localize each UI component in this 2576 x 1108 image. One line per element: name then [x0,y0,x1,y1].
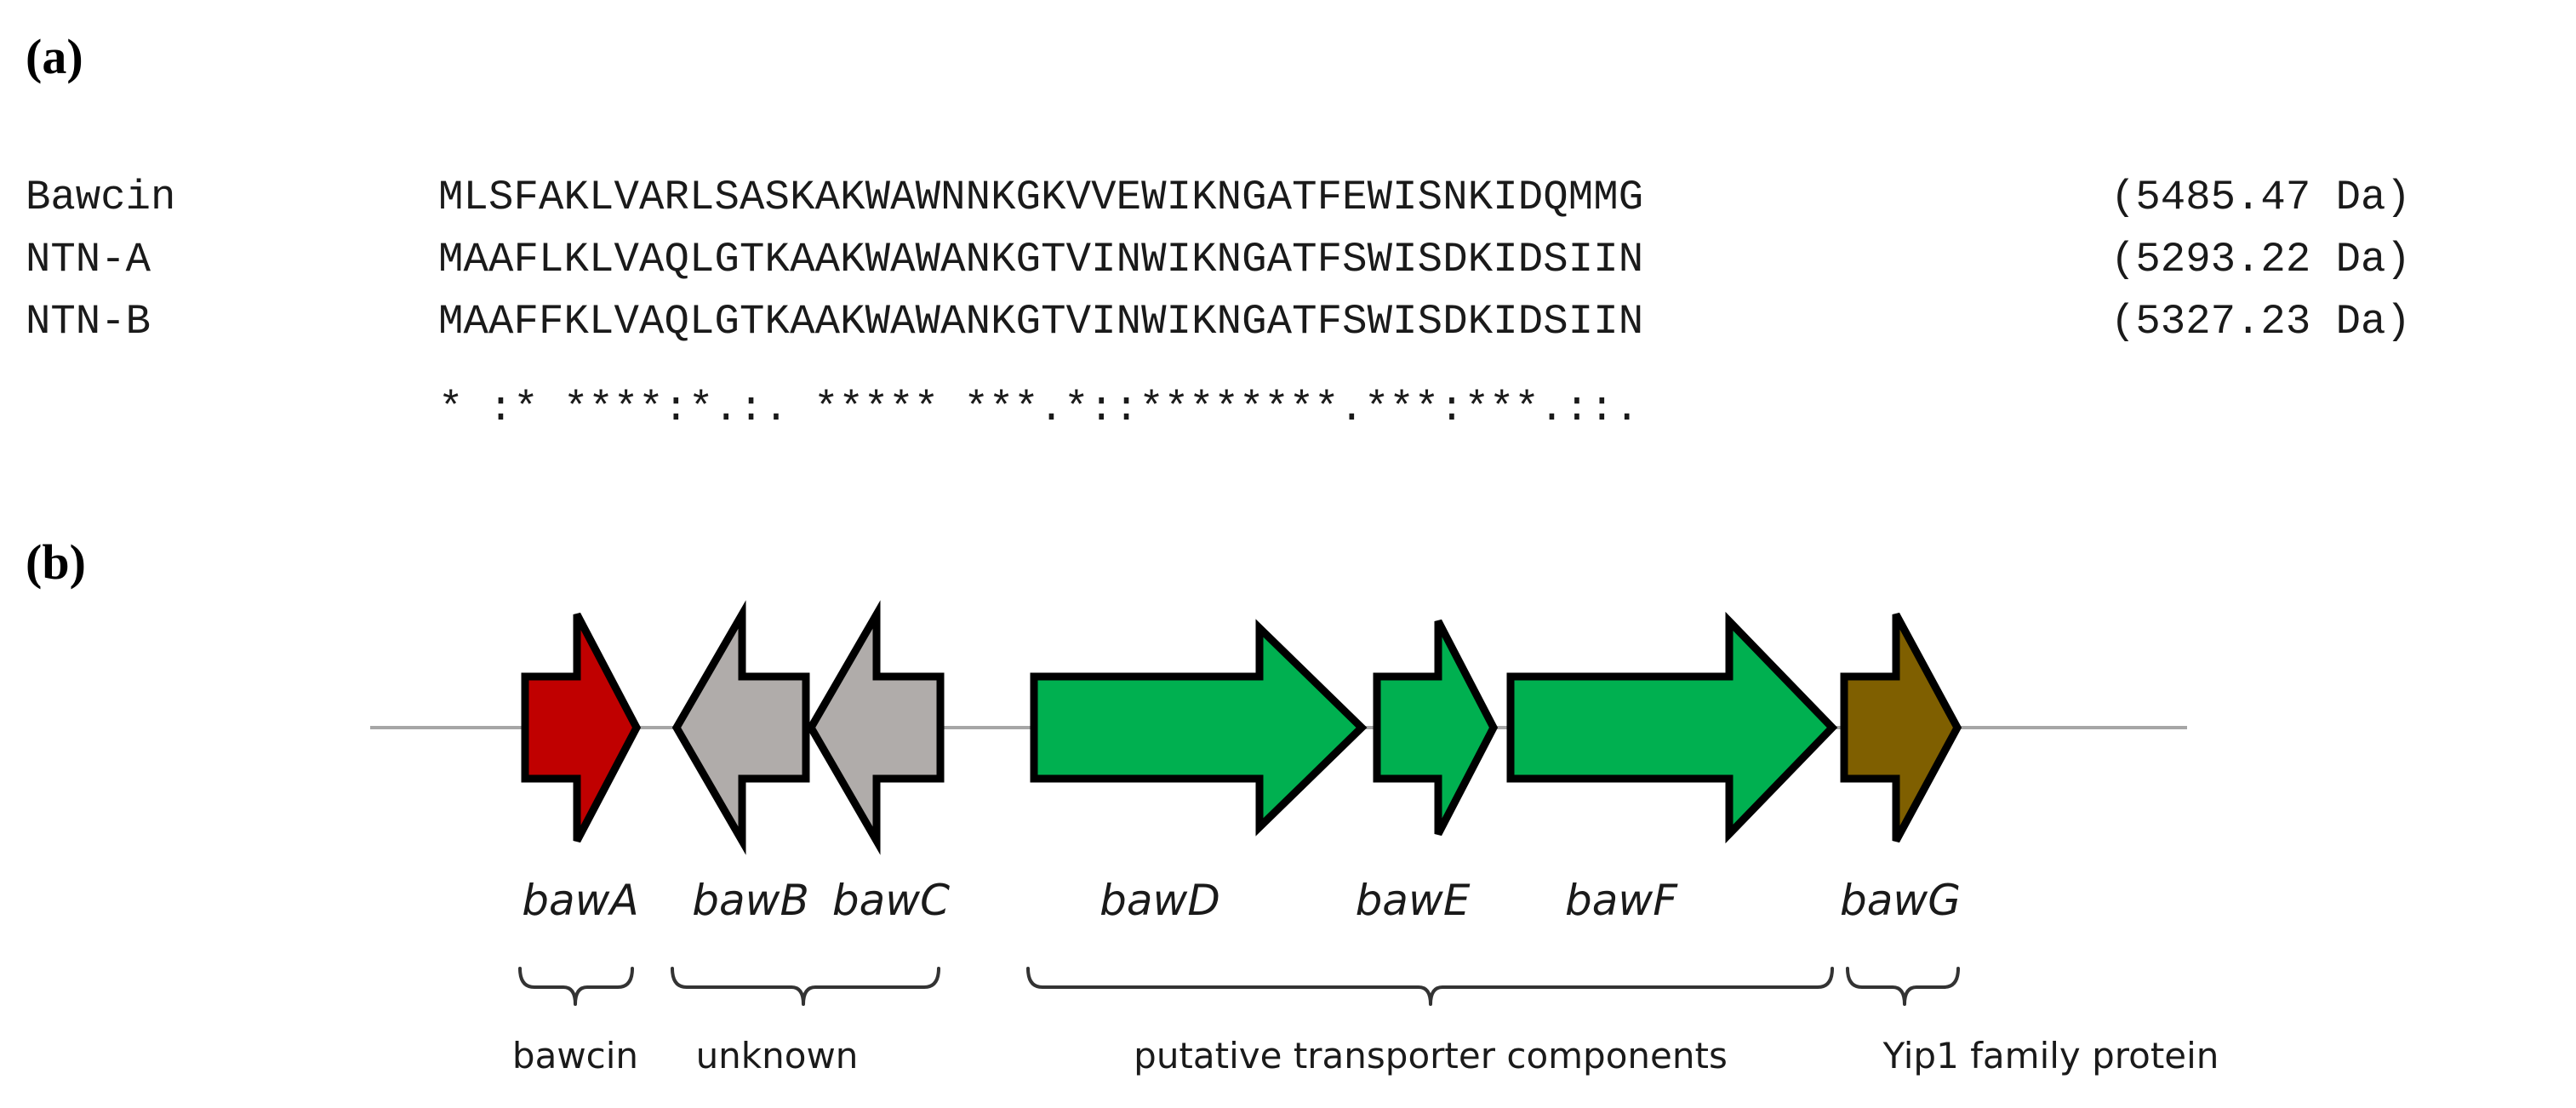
gene-arrow-bawE [1373,619,1499,837]
sequence-name: Bawcin [26,174,176,221]
gene-label-bawA: bawA [522,876,638,925]
gene-label-bawB: bawB [692,876,809,925]
sequence-text: MAAFFKLVAQLGTKAAKWAWANKGTVINWIKNGATFSWIS… [438,298,1644,346]
panel-b-label: (b) [26,534,86,590]
gene-label-bawF: bawF [1565,876,1678,925]
gene-arrow-bawG [1840,612,1962,843]
gene-arrow-bawD [1030,619,1368,837]
consensus-line: * :* ****:*.:. ***** ***.*::********.***… [438,385,1640,432]
sequence-mass: (5485.47 Da) [2110,174,2411,221]
gene-label-bawC: bawC [832,876,950,925]
sequence-name: NTN-B [26,298,151,346]
panel-a-label: (a) [26,29,83,84]
gene-arrow-bawF [1506,611,1838,844]
group-label-bawcin: bawcin [512,1035,638,1077]
group-label-transporter: putative transporter components [1134,1035,1728,1077]
group-bracket-unknown [671,967,940,1006]
gene-label-bawE: bawE [1356,876,1471,925]
gene-label-bawG: bawG [1840,876,1961,925]
sequence-name: NTN-A [26,236,151,283]
group-bracket-yip1 [1846,967,1960,1006]
sequence-text: MAAFLKLVAQLGTKAAKWAWANKGTVINWIKNGATFSWIS… [438,236,1644,283]
group-bracket-bawcin [518,967,634,1006]
group-bracket-transporter [1026,967,1834,1006]
sequence-mass: (5327.23 Da) [2110,298,2411,346]
gene-arrow-bawC [806,600,945,855]
group-label-unknown: unknown [696,1035,859,1077]
sequence-mass: (5293.22 Da) [2110,236,2411,283]
gene-arrow-bawB [671,600,810,855]
gene-label-bawD: bawD [1100,876,1220,925]
sequence-text: MLSFAKLVARLSASKAKWAWNNKGKVVEWIKNGATFEWIS… [438,174,1644,221]
gene-arrow-bawA [521,612,642,843]
group-label-yip1: Yip1 family protein [1882,1035,2219,1077]
